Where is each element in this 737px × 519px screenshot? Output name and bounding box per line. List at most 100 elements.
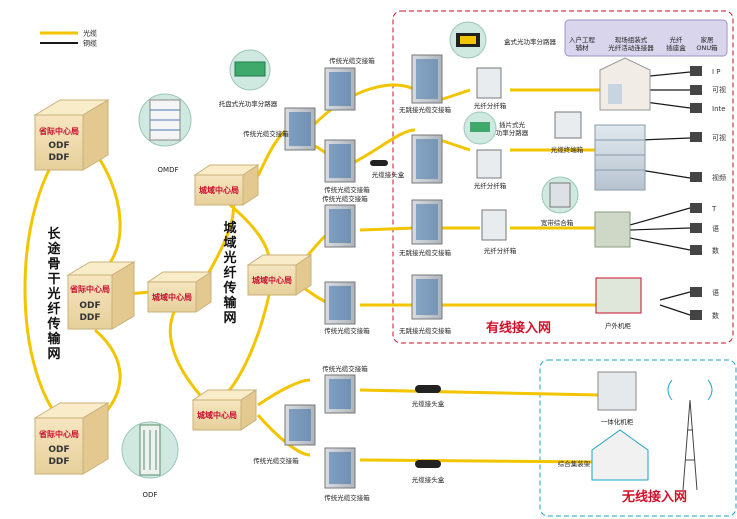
trad-cabinet-5-label: 传统光缆交接箱 [324, 326, 370, 335]
metro-node-bottom: 城域中心局 [191, 389, 258, 431]
trad-cabinet-6-label: 传统光缆交接箱 [322, 364, 368, 373]
backbone-node-top: 省际中心局 ODF DDF [33, 99, 110, 171]
joint-box-3-label: 光缆接头盒 [412, 475, 445, 484]
metro-node-top: 城域中心局 [193, 164, 260, 206]
trad-cabinet-top-label: 传统光缆交接箱 [329, 56, 375, 65]
trad-cabinet-5: 传统光缆交接箱 [324, 281, 370, 335]
service-item: I P [712, 68, 721, 76]
broadband-box-label: 宽带综合箱 [541, 218, 574, 227]
radio-tower [667, 379, 713, 491]
trad-cabinet-2 [324, 67, 356, 111]
integrated-cabinet: 一体化机柜 [597, 371, 637, 426]
backbone-node-bottom-ddf: DDF [48, 457, 69, 467]
backbone-title-char: 网 [47, 347, 60, 362]
backbone-title-char: 光 [46, 286, 60, 302]
home-room [599, 57, 651, 111]
link-trad6-rack [359, 458, 601, 464]
joint-box-2: 光缆接头盒 [412, 385, 445, 408]
backbone-title-char: 干 [47, 272, 60, 287]
metro-title-char: 域 [223, 235, 236, 251]
metro-node-left-label: 城域中心局 [152, 292, 192, 302]
fiber-dist-box-2: 光纤分纤箱 [474, 149, 507, 190]
service-item: 视频 [712, 173, 726, 182]
service-item: 可视 [712, 85, 726, 94]
link-trad3-nojump3 [359, 226, 416, 232]
trad-cabinet-8: 传统光缆交接箱 [324, 447, 370, 502]
link-trad5-cabinet [359, 388, 601, 397]
wireless-zone-frame [539, 359, 737, 517]
trad-cabinet-8-label: 传统光缆交接箱 [324, 493, 370, 502]
insert-splitter-label-1: 插片式光 [499, 120, 526, 129]
backbone-node-mid-odf: ODF [79, 301, 100, 311]
legend-copper-label: 铜缆 [83, 39, 97, 48]
backbone-title-char: 骨 [47, 257, 60, 272]
metro-title: 城 域 光 纤 传 输 网 [222, 220, 237, 326]
residential-building [594, 211, 631, 248]
backbone-node-mid-ddf: DDF [79, 313, 100, 323]
backbone-node-top-odf: ODF [48, 141, 69, 151]
backbone-title: 长 途 骨 干 光 纤 传 输 网 [46, 226, 61, 362]
fiber-dist-box-1-label: 光纤分纤箱 [474, 101, 507, 110]
no-jumper-cabinet-1: 无跳接光缆交接箱 [399, 54, 452, 114]
trad-cabinet-1: 传统光缆交接箱 [243, 107, 316, 151]
terminal-box-label: 光缆终端箱 [551, 145, 584, 154]
joint-box-1: 光缆接头盒 [370, 160, 405, 179]
omdf-bubble: OMDF [138, 93, 192, 174]
cu-6 [629, 207, 691, 226]
box-splitter-label: 盒式光功率分路器 [504, 37, 557, 46]
integrated-cabinet-label: 一体化机柜 [601, 417, 634, 426]
metro-ring-c [223, 289, 272, 397]
metro-node-left: 城域中心局 [146, 271, 213, 313]
material-2-line2: 光纤活动连接器 [608, 43, 654, 52]
fiber-dist-box-3-label: 光纤分纤箱 [484, 246, 517, 255]
service-item: 可视 [712, 133, 726, 142]
terminal-box: 光缆终端箱 [551, 111, 584, 154]
metro-title-char: 输 [223, 295, 237, 311]
metro-title-char: 纤 [223, 265, 236, 281]
trad-cabinet-4: 传统光缆交接箱 [322, 194, 368, 248]
backbone-node-mid: 省际中心局 ODF DDF [66, 261, 136, 330]
backbone-node-mid-label: 省际中心局 [69, 284, 110, 294]
service-list: I P 可视 Inte 可视 视频 T 语 数 语 数 [690, 66, 726, 320]
fiber-dist-box-1: 光纤分纤箱 [474, 67, 507, 110]
metro-node-right-label: 城域中心局 [252, 275, 292, 285]
cu-7 [629, 227, 691, 231]
backbone-title-char: 长 [47, 226, 61, 242]
trad-cabinet-1-label: 传统光缆交接箱 [243, 129, 289, 138]
cu-10 [659, 304, 691, 316]
link-nojump1-splitter [439, 88, 471, 102]
omdf-label: OMDF [158, 166, 179, 174]
no-jumper-cabinet-2 [411, 134, 443, 184]
material-2-line1: 现场组装式 [615, 35, 648, 44]
material-4-line2: ONU箱 [696, 43, 718, 52]
metro-node-bottom-label: 城域中心局 [197, 410, 237, 420]
insert-splitter-label-2: 功率分路器 [496, 128, 529, 137]
metro-title-char: 光 [222, 250, 236, 266]
metro-title-char: 传 [222, 280, 236, 296]
box-splitter-bubble: 盒式光功率分路器 [449, 21, 557, 59]
metro-ring-d [168, 309, 202, 396]
wired-zone-title: 有线接入网 [486, 320, 551, 336]
trad-cabinet-4-label: 传统光缆交接箱 [322, 194, 368, 203]
no-jumper-cabinet-3: 无跳接光缆交接箱 [399, 199, 452, 257]
cu-4 [639, 137, 691, 141]
tray-splitter-label: 托盘式光功率分路器 [219, 99, 278, 108]
odf-bubble: ODF [121, 421, 179, 499]
insert-splitter-bubble: 插片式光 功率分路器 [463, 111, 529, 145]
fiber-dist-box-3: 光纤分纤箱 [481, 209, 517, 255]
no-jumper-cabinet-4-label: 无跳接光缆交接箱 [399, 326, 452, 335]
material-3-line1: 光纤 [670, 35, 684, 44]
aggregation-house: 综合集装架 [558, 429, 649, 481]
materials-panel: 入户工程 辅材 现场组装式 光纤活动连接器 光纤 插座盒 家居 ONU箱 [564, 19, 728, 57]
trad-cabinet-head-label: 传统光缆交接箱 [329, 56, 375, 65]
service-item: 数 [712, 311, 719, 320]
trad-cabinet-7-label: 传统光缆交接箱 [253, 456, 299, 465]
backbone-node-bottom-label: 省际中心局 [38, 429, 79, 439]
broadband-box-bubble: 宽带综合箱 [541, 176, 579, 227]
tray-splitter-bubble: 托盘式光功率分路器 [219, 49, 278, 108]
service-item: 数 [712, 246, 719, 255]
metro-node-right: 城域中心局 [246, 254, 313, 296]
backbone-title-char: 纤 [47, 301, 60, 317]
cu-9 [659, 291, 691, 301]
trad-cabinet-3: 传统光缆交接箱 [324, 139, 370, 194]
